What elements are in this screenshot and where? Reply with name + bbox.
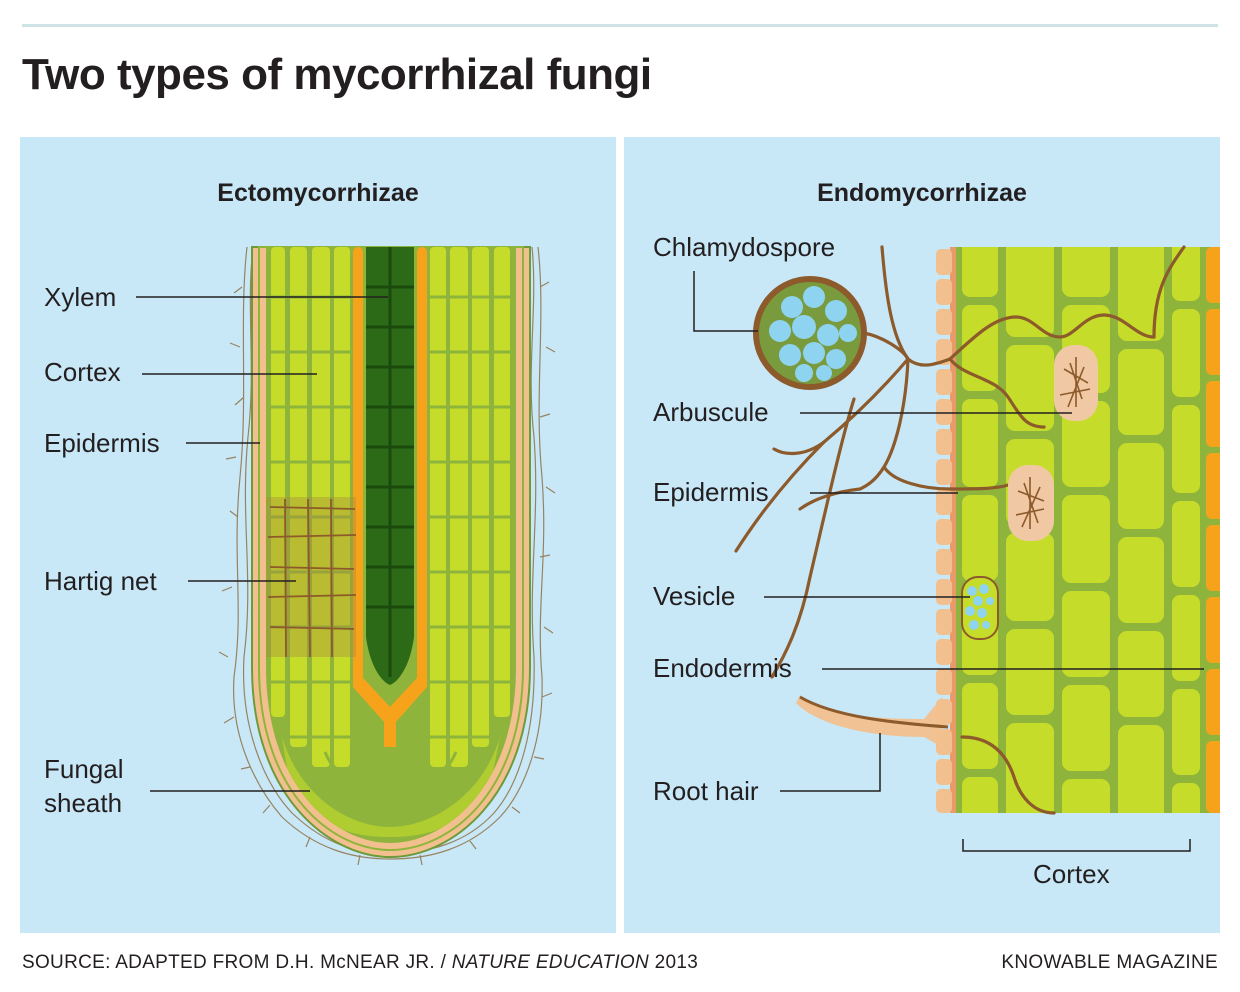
label-vesicle: Vesicle <box>653 581 736 611</box>
chlamydospore <box>753 276 910 390</box>
label-endo-epidermis: Epidermis <box>653 477 769 507</box>
label-fungal-sheath-line1: Fungal <box>44 754 124 784</box>
top-rule <box>22 24 1218 27</box>
vesicle <box>961 576 999 640</box>
publisher-credit: KNOWABLE MAGAZINE <box>1001 952 1218 973</box>
fungal-sheath <box>218 246 556 866</box>
source-prefix: SOURCE: ADAPTED FROM D.H. McNEAR JR. / <box>22 952 452 973</box>
cortex-bracket <box>962 839 1191 852</box>
label-fungal-sheath-line2: sheath <box>44 788 123 818</box>
ecto-heading: Ectomycorrhizae <box>217 179 419 207</box>
label-root-hair: Root hair <box>653 776 759 806</box>
arbuscule-cells <box>1008 345 1098 541</box>
endo-epidermis <box>936 249 952 813</box>
label-endo-cortex: Cortex <box>1033 859 1110 889</box>
endo-panel: Endomycorrhizae Chlamydospore Arbuscule … <box>624 137 1220 933</box>
endo-leader-lines <box>693 271 1204 792</box>
root-hair <box>796 695 942 747</box>
ecto-panel: Ectomycorrhizae Xylem Cortex Epidermis H… <box>20 137 616 933</box>
hartig-net <box>266 497 357 658</box>
endo-endodermis <box>1206 247 1220 813</box>
label-hartig-net: Hartig net <box>44 566 157 596</box>
label-cortex: Cortex <box>44 357 121 387</box>
label-xylem: Xylem <box>44 282 117 312</box>
ecto-endodermis <box>353 247 427 747</box>
source-year: 2013 <box>649 952 699 973</box>
label-endodermis: Endodermis <box>653 653 792 683</box>
label-arbuscule: Arbuscule <box>653 397 769 427</box>
page-title: Two types of mycorrhizal fungi <box>22 50 652 99</box>
endo-heading: Endomycorrhizae <box>817 179 1027 207</box>
source-publication: NATURE EDUCATION <box>451 952 650 973</box>
label-epidermis: Epidermis <box>44 428 160 458</box>
label-chlamydospore: Chlamydospore <box>653 232 836 262</box>
ecto-cortex-cells <box>271 247 510 767</box>
endo-root-illustration <box>693 245 1220 852</box>
source-credit: SOURCE: ADAPTED FROM D.H. McNEAR JR. / N… <box>22 952 698 974</box>
ecto-root-illustration <box>136 246 556 866</box>
endo-hyphae <box>734 245 1186 815</box>
ecto-leader-lines <box>136 296 388 792</box>
